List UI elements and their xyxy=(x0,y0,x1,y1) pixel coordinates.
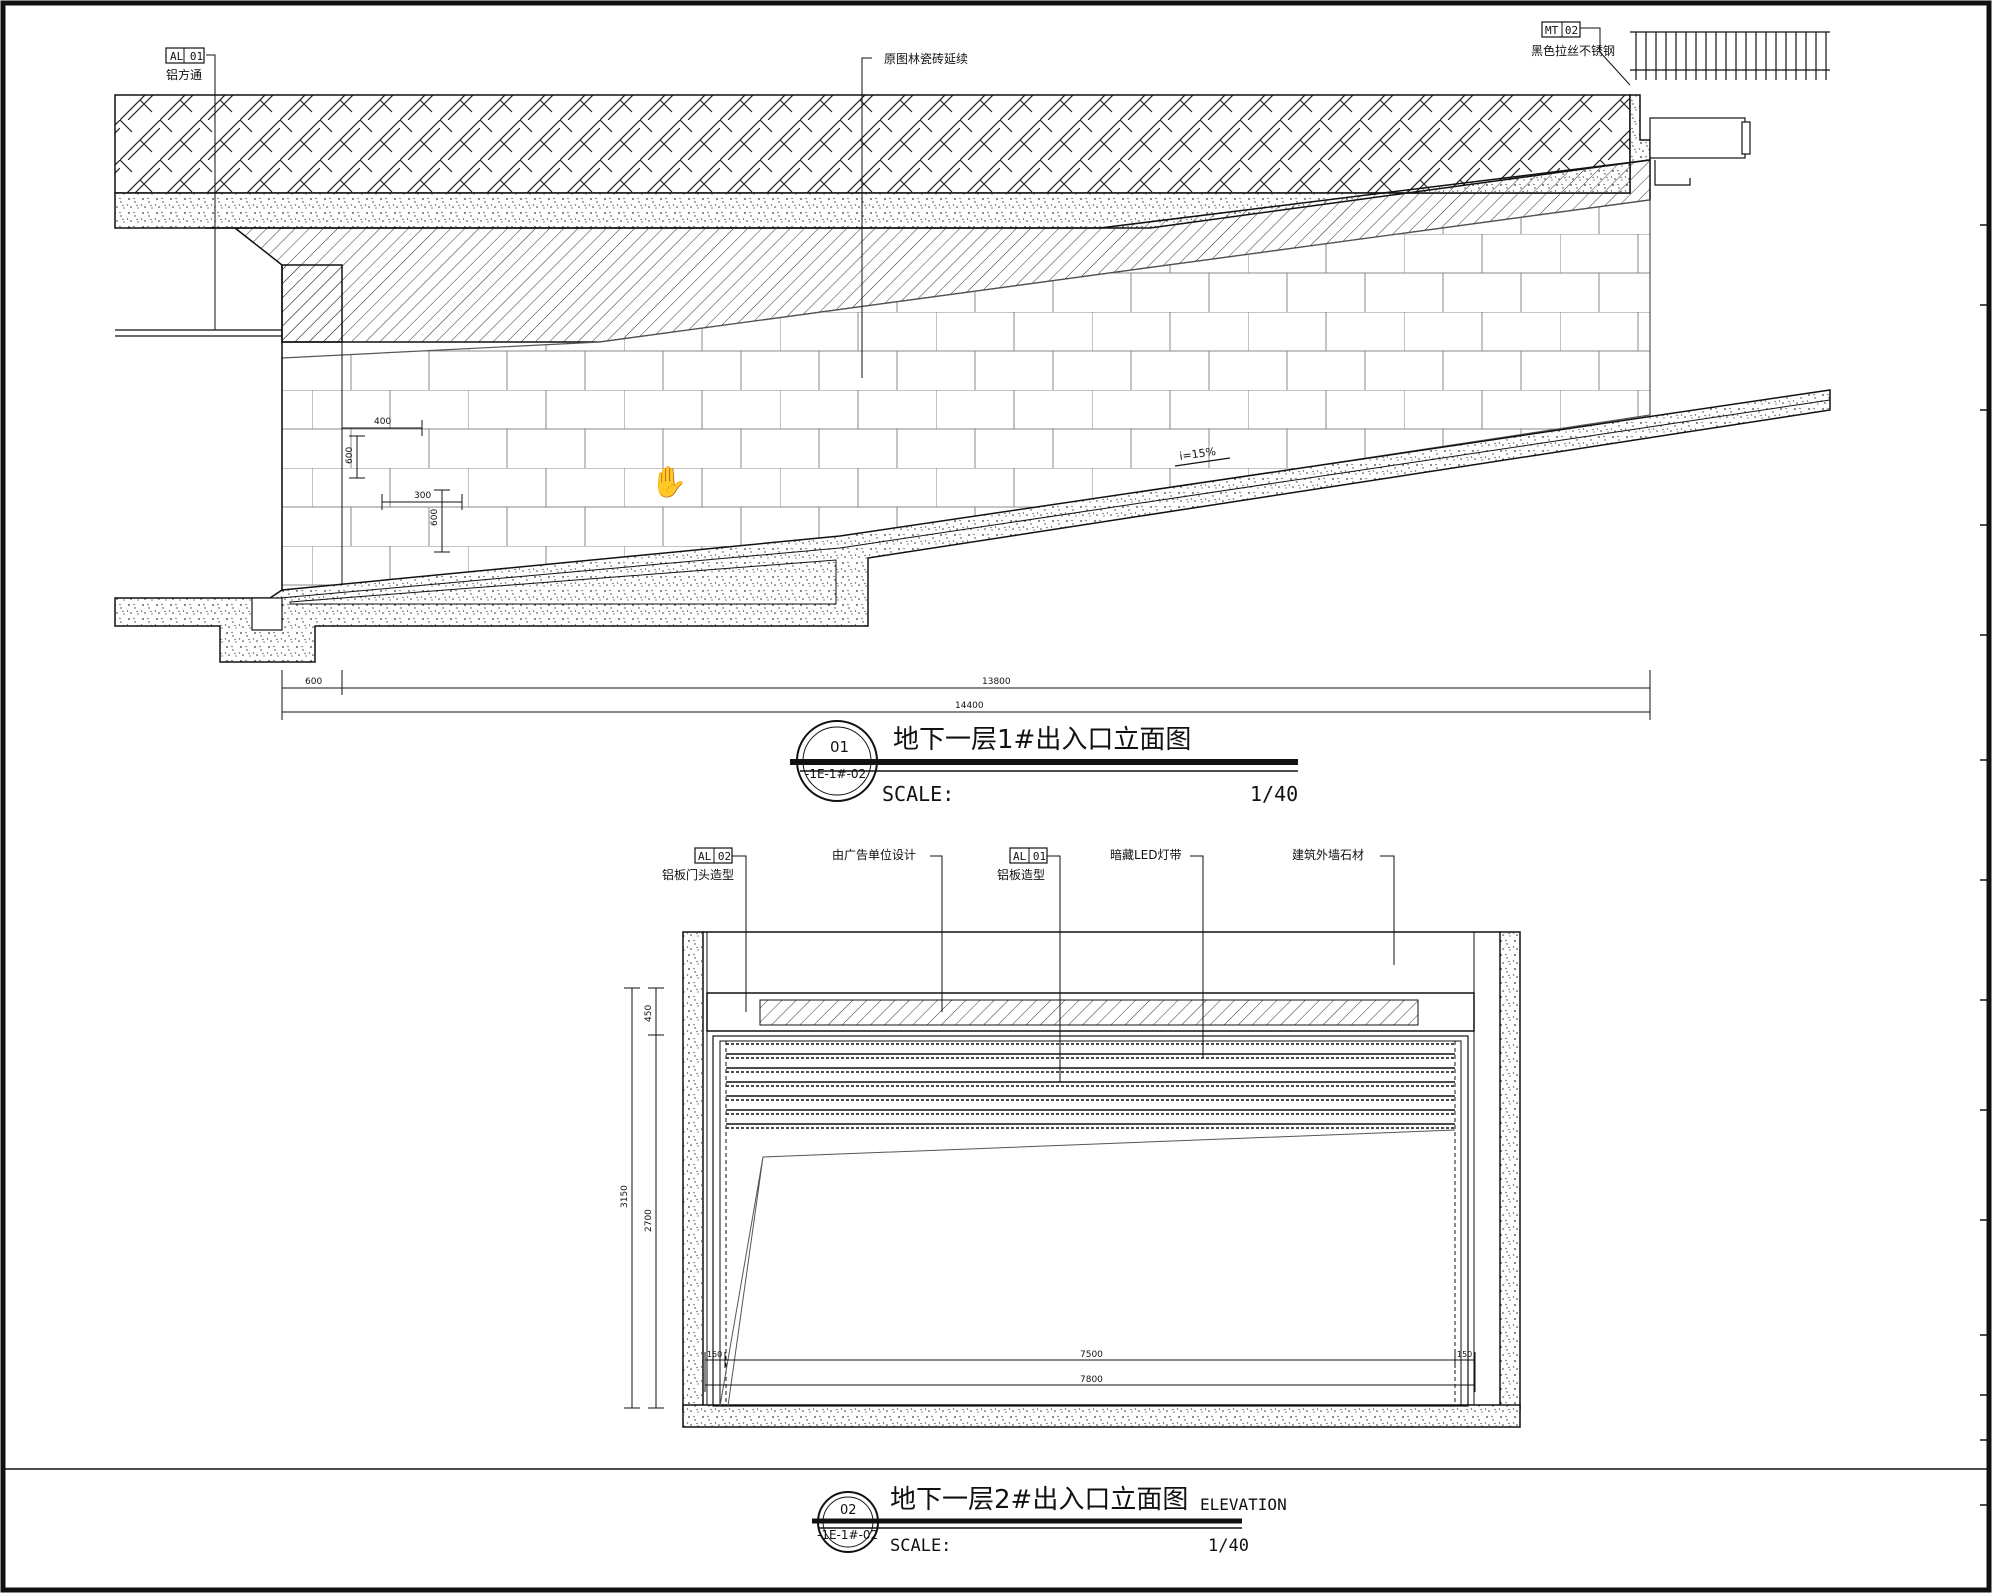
title-2: 地下一层2#出入口立面图 xyxy=(890,1485,1188,1515)
slope-line xyxy=(1174,457,1231,467)
left-ceiling-line xyxy=(115,329,282,337)
dim-7500: 7500 xyxy=(1080,1350,1103,1360)
edge-ticks xyxy=(1980,224,1989,1506)
ramp-inner xyxy=(289,559,837,605)
note-original-design-extension: 原图林瓷砖延续 xyxy=(884,51,968,66)
floor-slab xyxy=(682,1404,1521,1428)
tag-al01-top xyxy=(165,47,205,64)
dim-600b: 600 xyxy=(430,509,440,526)
overall-dimensions-1 xyxy=(281,670,1651,720)
tag-al02-label: AL 02 xyxy=(698,850,731,863)
scale-value-1: 1/40 xyxy=(1250,782,1298,806)
scale-label-1: SCALE: xyxy=(882,782,954,806)
tag-al01 xyxy=(1009,847,1048,864)
tile-dimensions xyxy=(341,420,463,553)
dim-3150: 3150 xyxy=(620,1185,630,1208)
dim-600a: 600 xyxy=(345,447,355,464)
earth-hatch xyxy=(114,94,1631,194)
tag-al02 xyxy=(694,847,733,864)
glass-reflection xyxy=(719,1129,1456,1407)
note-aluminum-square-pipe: 铝方通 xyxy=(166,67,202,82)
note-designed-by-ad-unit: 由广告单位设计 xyxy=(832,847,916,862)
dim-450: 450 xyxy=(644,1005,654,1022)
tag-mt02 xyxy=(1541,21,1581,38)
subtitle-2: ELEVATION xyxy=(1200,1495,1287,1514)
scale-label-2: SCALE: xyxy=(890,1536,951,1556)
hand-cursor-icon: ✋ xyxy=(650,464,687,500)
leader-lines-1 xyxy=(206,27,1631,378)
note-aluminum-panel-shape: 铝板造型 xyxy=(997,867,1045,882)
column xyxy=(281,264,343,343)
dim-14400: 14400 xyxy=(955,701,984,711)
scale-value-2: 1/40 xyxy=(1208,1536,1249,1556)
horizontal-dimensions-2 xyxy=(704,1352,1476,1392)
leader-lines-2 xyxy=(732,855,1395,1082)
tag-al01-top-label: AL 01 xyxy=(170,50,203,63)
dim-150b: 150 xyxy=(1457,1350,1472,1359)
right-rail xyxy=(1630,31,1830,186)
dim-13800: 13800 xyxy=(982,677,1011,687)
dim-7800: 7800 xyxy=(1080,1375,1103,1385)
ad-panel-hatch xyxy=(759,999,1419,1026)
dim-600c: 600 xyxy=(305,677,322,687)
note-hidden-led-strip: 暗藏LED灯带 xyxy=(1110,847,1182,862)
marker-number-02: 02 xyxy=(840,1503,857,1518)
marker-number-01: 01 xyxy=(830,738,849,756)
tag-al01-label: AL 01 xyxy=(1013,850,1046,863)
note-black-brushed-steel: 黑色拉丝不锈钢 xyxy=(1531,43,1615,58)
dim-2700: 2700 xyxy=(644,1209,654,1232)
title-marker-02 xyxy=(812,1491,1242,1553)
slope-label: i=15% xyxy=(1179,445,1217,463)
title-marker-01 xyxy=(790,720,1298,802)
dim-300b: 300 xyxy=(414,491,431,501)
marker-ref-02: -1E-1#-02 xyxy=(817,1528,878,1542)
title-1: 地下一层1#出入口立面图 xyxy=(893,725,1191,755)
tag-mt02-label: MT 02 xyxy=(1545,24,1578,37)
right-pier xyxy=(1499,931,1521,1411)
left-pier xyxy=(682,931,704,1411)
elevation-1-drawing: ✋ xyxy=(114,27,1831,720)
dim-150a: 150 xyxy=(707,1350,722,1359)
note-building-exterior-stone: 建筑外墙石材 xyxy=(1292,847,1364,862)
marker-ref-01: -1E-1#-02 xyxy=(805,767,866,781)
shutter-slats xyxy=(726,1043,1455,1129)
elevation-2-drawing xyxy=(624,855,1521,1428)
vertical-dimensions-2 xyxy=(624,987,664,1409)
dim-400a: 400 xyxy=(374,417,391,427)
note-aluminum-door-header: 铝板门头造型 xyxy=(662,867,734,882)
